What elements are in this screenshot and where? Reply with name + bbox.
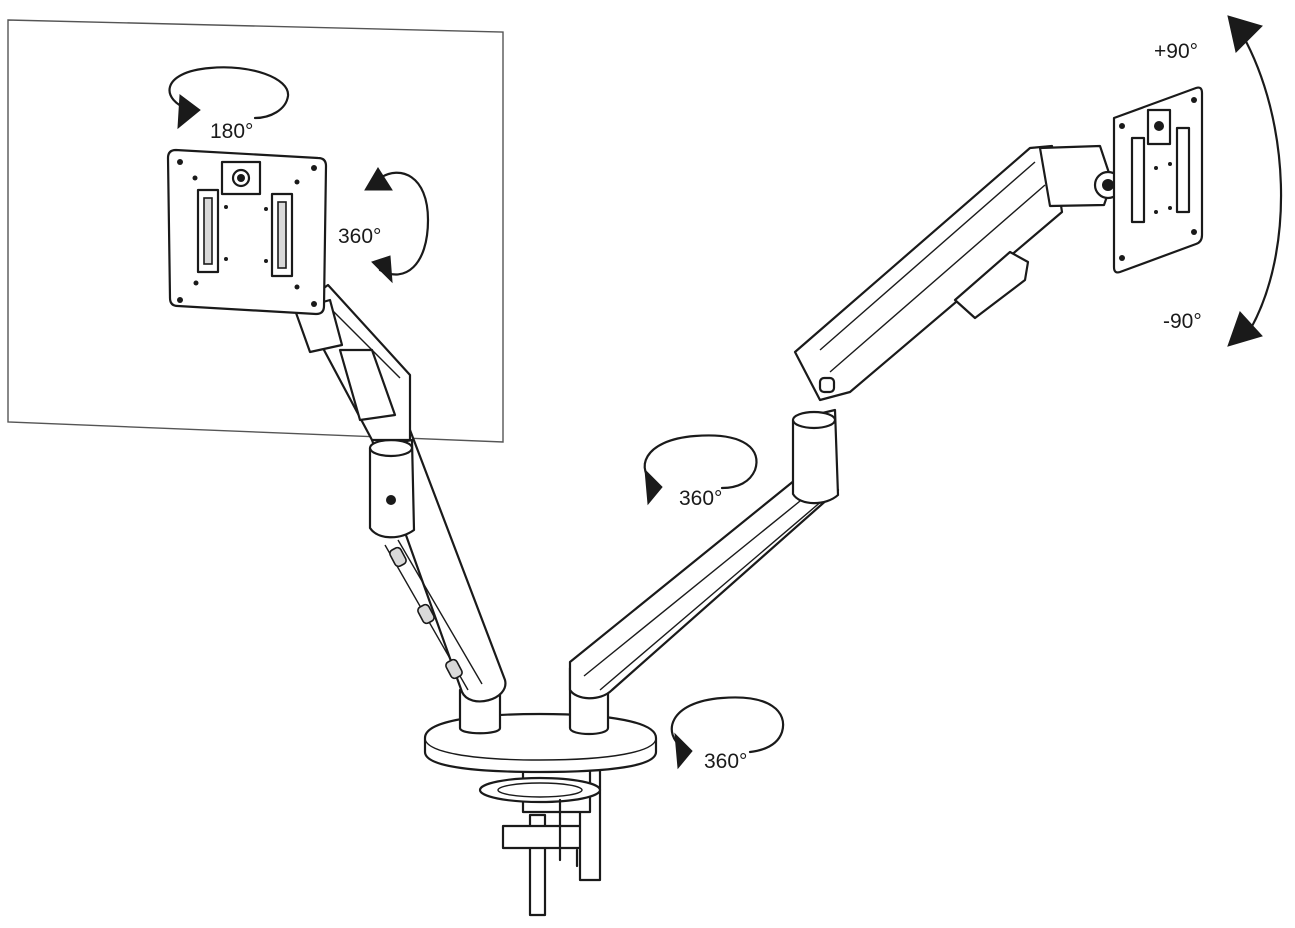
tilt-arc-arrow-icon xyxy=(1227,15,1283,347)
right-arm xyxy=(568,144,1123,736)
rotation-arrow-icon xyxy=(643,434,758,506)
label-360-base: 360° xyxy=(704,750,747,773)
right-vesa-plate xyxy=(1112,86,1204,274)
rotation-arrow-icon xyxy=(670,696,785,770)
label-180-rotation: 180° xyxy=(210,120,253,143)
desk-clamp xyxy=(478,760,602,917)
label-360-elbow: 360° xyxy=(679,487,722,510)
rotation-arrow-icon xyxy=(364,167,430,284)
label-tilt-up: +90° xyxy=(1154,40,1198,63)
label-tilt-down: -90° xyxy=(1163,310,1202,333)
left-arm xyxy=(293,283,507,735)
left-vesa-plate xyxy=(166,148,328,316)
rotation-arrow-icon xyxy=(168,66,290,130)
label-360-left-swivel: 360° xyxy=(338,225,381,248)
